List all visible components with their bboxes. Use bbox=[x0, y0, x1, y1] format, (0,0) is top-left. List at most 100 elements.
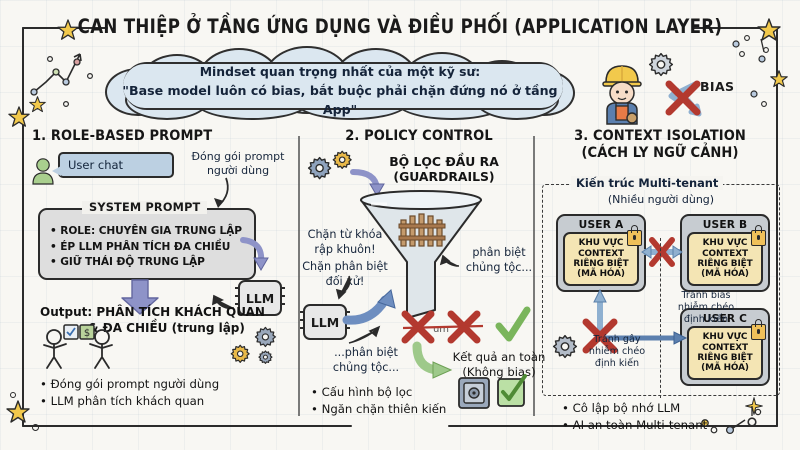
user-card-b-title: USER B bbox=[702, 219, 748, 231]
page-title: CAN THIỆP Ở TẦNG ỨNG DỤNG VÀ ĐIỀU PHỐI (… bbox=[77, 15, 723, 38]
note-low-line-2: nhiễm chéo bbox=[588, 346, 646, 357]
user-chat-bubble[interactable]: User chat bbox=[52, 152, 174, 178]
arrow-left-small-icon bbox=[439, 254, 460, 267]
star-icon bbox=[8, 106, 30, 127]
frame-line-right bbox=[776, 27, 778, 427]
context-line: RIÊNG BIỆT bbox=[697, 353, 753, 363]
note-mid-line-3: định kiến bbox=[683, 314, 729, 325]
bias-label: BIAS bbox=[700, 79, 735, 94]
note-mid-line-2: nhiễm chéo bbox=[677, 302, 735, 313]
lock-icon bbox=[751, 225, 766, 246]
guardrail-funnel-icon bbox=[360, 190, 482, 319]
flow-note-line-1: Đóng gói prompt bbox=[191, 150, 285, 163]
column-1-bullets: • Đóng gói prompt người dùng • LLM phân … bbox=[40, 376, 219, 410]
left-note-line-1: Chặn từ khóa bbox=[307, 228, 383, 241]
user-card-b: USER B KHU VỰC CONTEXT RIÊNG BIỆT (MÃ HÓ… bbox=[680, 214, 770, 292]
star-icon bbox=[6, 400, 30, 423]
lock-icon bbox=[751, 319, 766, 340]
svg-text:$: $ bbox=[84, 328, 90, 339]
note-avoid-crosscontam: Tránh gây nhiễm chéo định kiến bbox=[578, 334, 656, 370]
context-line: KHU VỰC bbox=[578, 238, 624, 249]
system-prompt-title: SYSTEM PROMPT bbox=[82, 201, 208, 214]
column-3-heading: 3. CONTEXT ISOLATION (CÁCH LY NGỮ CẢNH) bbox=[540, 128, 780, 162]
right-note-policy: phân biệt chủng tộc... bbox=[459, 246, 539, 275]
note-low-line-3: định kiến bbox=[594, 358, 640, 369]
context-line: KHU VỰC bbox=[702, 332, 748, 343]
context-line: CONTEXT bbox=[702, 248, 748, 259]
column-divider-2 bbox=[533, 136, 535, 416]
line-chart-doodle bbox=[30, 53, 93, 107]
doodle-dot bbox=[32, 424, 39, 431]
gears-group-icon bbox=[230, 326, 276, 364]
result-line-2: (Không bias) bbox=[462, 365, 536, 379]
blocked-word: um bbox=[433, 324, 449, 335]
context-line: (MÃ HÓA) bbox=[701, 269, 749, 280]
engineer-icon bbox=[602, 65, 642, 125]
mindset-cloud: Mindset quan trọng nhất của một kỹ sư: "… bbox=[105, 46, 575, 120]
user-card-c-context: KHU VỰC CONTEXT RIÊNG BIỆT (MÃ HÓA) bbox=[687, 326, 763, 380]
filter-title-line-1: BỘ LỌC ĐẦU RA bbox=[389, 154, 499, 169]
column-3-heading-line-2: (CÁCH LY NGỮ CẢNH) bbox=[581, 145, 739, 161]
arrow-result-icon bbox=[412, 341, 453, 379]
llm-chip-label: LLM bbox=[310, 314, 340, 330]
cloud-text: Mindset quan trọng nhất của một kỹ sư: "… bbox=[105, 62, 575, 119]
user-card-a-context: KHU VỰC CONTEXT RIÊNG BIỆT (MÃ HÓA) bbox=[563, 232, 639, 286]
frame-line-bottom-right bbox=[448, 425, 778, 427]
bias-arrows-cross bbox=[665, 80, 702, 117]
result-line-1: Kết quả an toàn bbox=[452, 350, 546, 364]
output-line-1: PHÂN TÍCH KHÁCH QUAN bbox=[96, 305, 265, 319]
column-3-heading-line-1: 3. CONTEXT ISOLATION bbox=[574, 128, 746, 144]
user-card-b-context: KHU VỰC CONTEXT RIÊNG BIỆT (MÃ HÓA) bbox=[687, 232, 763, 286]
left-notes-policy: Chặn từ khóa rập khuôn! Chặn phân biệt đ… bbox=[297, 228, 393, 289]
output-line-2: & ĐA CHIỀU (trung lập) bbox=[88, 321, 245, 335]
multi-tenant-dashed-box: Kiến trúc Multi-tenant (Nhiều người dùng… bbox=[542, 176, 780, 396]
column-2-bullets: • Cấu hình bộ lọc • Ngăn chặn thiên kiến bbox=[311, 384, 446, 418]
gear-icon bbox=[648, 52, 674, 77]
star-icon bbox=[57, 19, 79, 40]
llm-chip-col2: LLM bbox=[300, 304, 350, 340]
user-card-a-title: USER A bbox=[578, 219, 624, 231]
bullet-item: • Cấu hình bộ lọc bbox=[311, 385, 413, 399]
left-note-line-3: Chặn phân biệt bbox=[302, 260, 388, 273]
left-note-line-4: đối xử! bbox=[325, 274, 365, 288]
llm-out-line-2: chủng tộc... bbox=[332, 360, 400, 374]
frame-line-top-right bbox=[692, 27, 778, 29]
gears-group-icon bbox=[307, 150, 352, 180]
star-icon bbox=[29, 96, 46, 113]
check-green-icon bbox=[495, 306, 531, 342]
bullet-item: • Ngăn chặn thiên kiến bbox=[311, 402, 447, 416]
system-prompt-item: • ÉP LLM PHÂN TÍCH ĐA CHIỀU bbox=[50, 240, 231, 253]
doodle-dot bbox=[10, 392, 16, 398]
user-card-c-title: USER C bbox=[702, 313, 748, 325]
star-icon bbox=[757, 18, 781, 41]
cloud-line-1: Mindset quan trọng nhất của một kỹ sư: bbox=[199, 64, 481, 79]
right-note-line-2: chủng tộc... bbox=[465, 260, 533, 274]
blocked-link-ab bbox=[641, 237, 683, 267]
arrow-into-funnel-icon bbox=[350, 169, 385, 197]
frame-line-bottom-left bbox=[22, 425, 352, 427]
bullet-item: • Đóng gói prompt người dùng bbox=[40, 377, 220, 391]
fence-filter-icon bbox=[398, 213, 446, 247]
column-role-based-prompt: 1. ROLE-BASED PROMPT User chat Đóng gói … bbox=[32, 128, 294, 408]
context-line: (MÃ HÓA) bbox=[577, 269, 625, 280]
multi-tenant-subtitle: (Nhiều người dùng) bbox=[607, 193, 715, 206]
user-card-a: USER A KHU VỰC CONTEXT RIÊNG BIỆT (MÃ HÓ… bbox=[556, 214, 646, 292]
output-label-block: Output: PHÂN TÍCH KHÁCH QUAN & ĐA CHIỀU … bbox=[40, 304, 270, 336]
context-line: (MÃ HÓA) bbox=[701, 363, 749, 374]
sparkle-icon bbox=[745, 397, 763, 415]
llm-output-note: ...phân biệt chủng tộc... bbox=[321, 346, 411, 375]
arrow-to-llm-icon bbox=[240, 237, 269, 271]
bullet-item: • Cô lập bộ nhớ LLM bbox=[562, 401, 681, 415]
column-policy-control: 2. POLICY CONTROL BỘ LỌC ĐẦU RA (GUARDRA… bbox=[300, 128, 545, 416]
system-prompt-box: SYSTEM PROMPT • ROLE: CHUYÊN GIA TRUNG L… bbox=[38, 201, 256, 280]
filter-title-line-2: (GUARDRAILS) bbox=[393, 169, 495, 184]
arrow-down-curved-icon bbox=[214, 177, 229, 208]
switch-doodle bbox=[701, 406, 762, 435]
note-mid-line-1: Tránh bias bbox=[681, 290, 731, 301]
arrow-llm-to-funnel-icon bbox=[342, 289, 396, 325]
user-card-c: USER C KHU VỰC CONTEXT RIÊNG BIỆT (MÃ HÓ… bbox=[680, 308, 770, 386]
gear-icon bbox=[552, 334, 578, 359]
llm-out-line-1: ...phân biệt bbox=[334, 346, 398, 359]
multi-tenant-title: Kiến trúc Multi-tenant bbox=[571, 176, 724, 190]
